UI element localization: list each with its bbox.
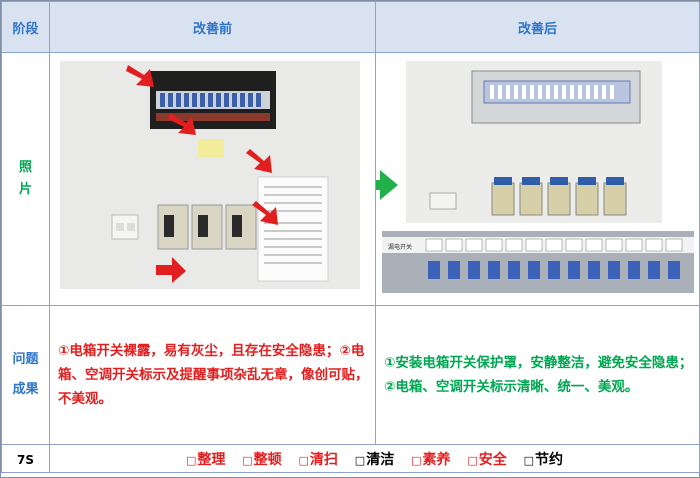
seven-s-row: 7S □整理 □整顿 □清扫 □清洁 □素养 □安全 □节约	[1, 444, 700, 473]
after-result-text: ①安装电箱开关保护罩，安静整洁，避免安全隐患；②电箱、空调开关标示清晰、统一、美…	[384, 355, 693, 395]
before-electrical-box	[150, 71, 276, 129]
issue-row: 问题 成果 ①电箱开关裸露，易有灰尘，且存在安全隐患；②电箱、空调开关标示及提醒…	[1, 305, 700, 445]
before-photo-cell	[49, 52, 376, 306]
seven-s-items: □整理 □整顿 □清扫 □清洁 □素养 □安全 □节约	[49, 444, 700, 473]
after-result-cell: ①安装电箱开关保护罩，安静整洁，避免安全隐患；②电箱、空调开关标示清晰、统一、美…	[375, 305, 700, 445]
issue-label-cell: 问题 成果	[1, 305, 50, 445]
seven-s-item: □整顿	[242, 451, 282, 468]
seven-s-item: □清扫	[298, 451, 338, 468]
photo-label-2: 片	[18, 182, 32, 197]
photo-label-1: 照	[18, 160, 32, 175]
stage-header-cell: 阶段	[1, 1, 50, 53]
after-panel-label: 漏电开关	[388, 243, 412, 251]
after-header-cell: 改善后	[375, 1, 700, 53]
after-wall-switch	[429, 192, 457, 210]
before-photo	[60, 61, 360, 289]
header-row: 阶段 改善前 改善后	[1, 1, 700, 53]
before-ac-switches	[157, 204, 257, 250]
photo-row: 照 片	[1, 52, 700, 306]
seven-s-item: □节约	[523, 451, 564, 468]
before-issue-text: ①电箱开关裸露，易有灰尘，且存在安全隐患；②电箱、空调开关标示及提醒事项杂乱无章…	[58, 343, 369, 407]
seven-s-label: 7S	[17, 453, 34, 467]
issue-label-1: 问题	[12, 352, 39, 367]
before-header-cell: 改善前	[49, 1, 376, 53]
after-header: 改善后	[517, 21, 557, 37]
sticky-note	[198, 139, 224, 157]
seven-s-label-cell: 7S	[1, 444, 50, 473]
before-issue-cell: ①电箱开关裸露，易有灰尘，且存在安全隐患；②电箱、空调开关标示及提醒事项杂乱无章…	[49, 305, 376, 445]
stage-header: 阶段	[12, 21, 39, 37]
after-photo-cell: 漏电开关	[375, 52, 700, 306]
seven-s-item: □安全	[467, 451, 507, 468]
photo-label-cell: 照 片	[1, 52, 50, 306]
before-header: 改善前	[192, 21, 232, 37]
after-ac-switches	[491, 177, 627, 216]
after-photo: 漏电开关	[376, 61, 694, 293]
red-arrows	[126, 65, 278, 283]
after-electrical-box	[471, 70, 641, 124]
green-arrow	[376, 170, 398, 200]
notice-paper	[257, 176, 329, 282]
seven-s-item: □清洁	[354, 451, 395, 468]
issue-label-2: 成果	[12, 382, 39, 397]
seven-s-item: □素养	[411, 451, 451, 468]
seven-s-item: □整理	[185, 451, 226, 468]
